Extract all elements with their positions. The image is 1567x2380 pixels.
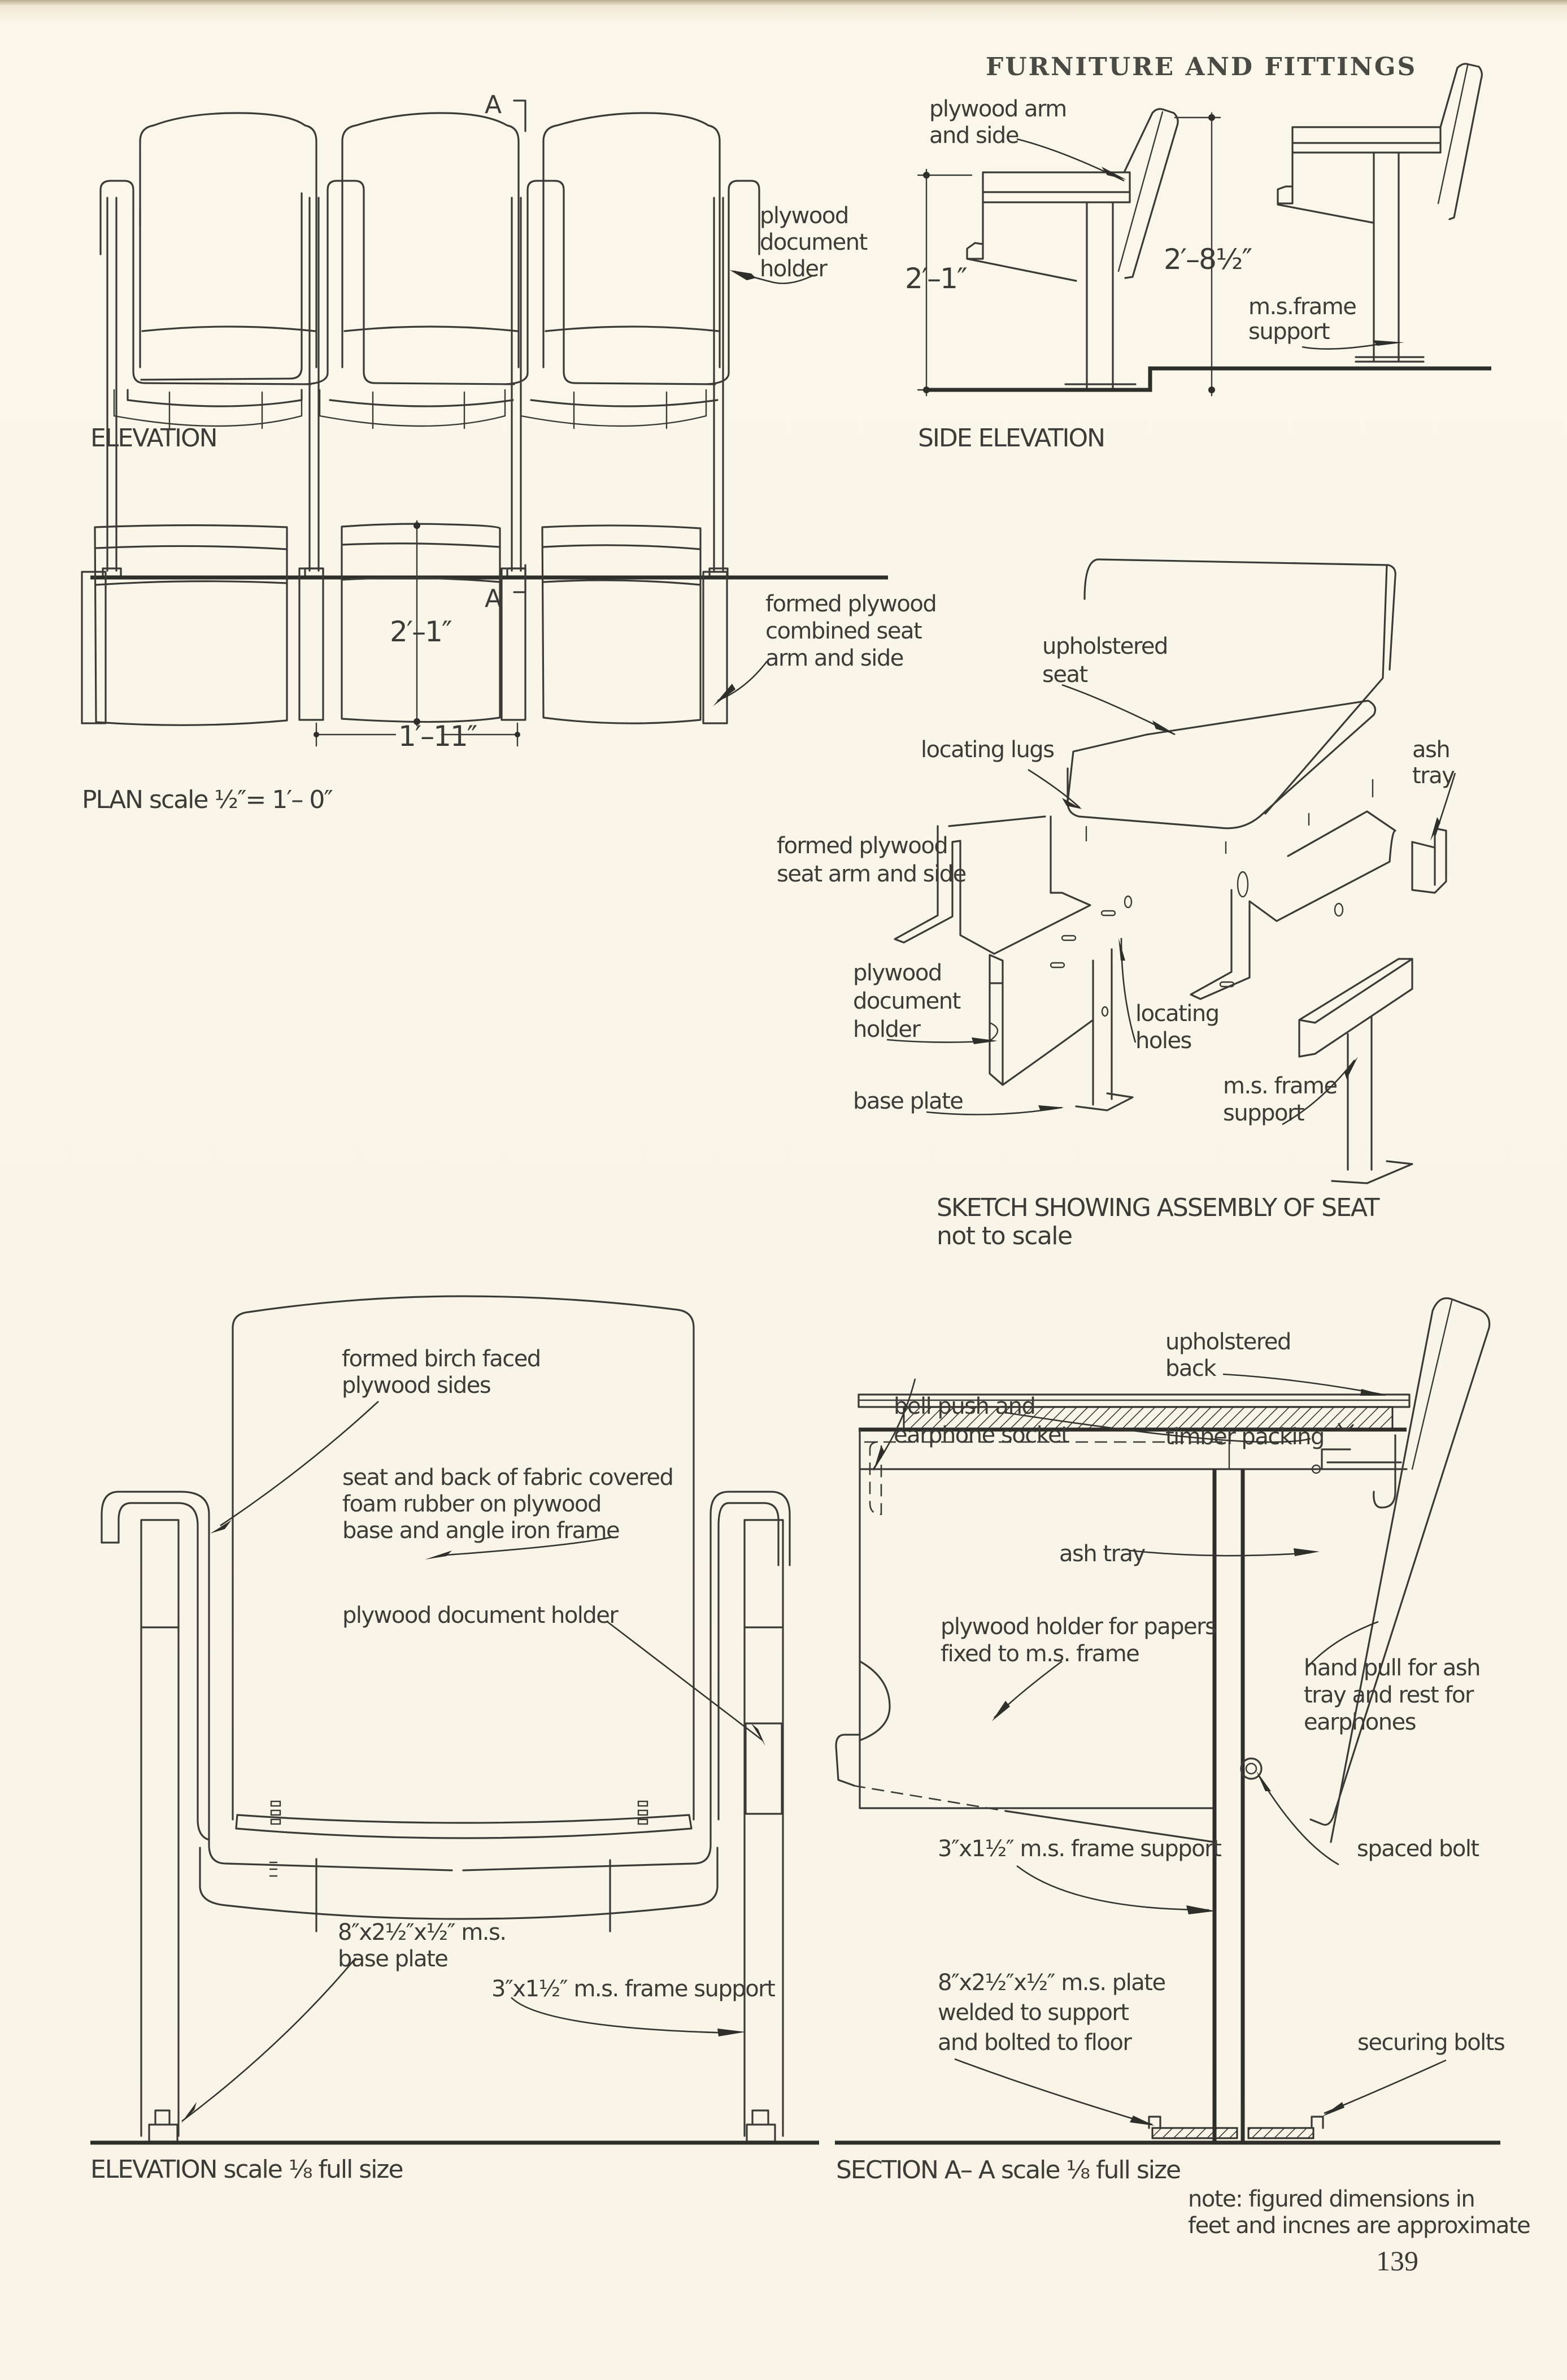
label-sketch-frame-support-line1: m.s. frame <box>1223 1073 1337 1099</box>
caption-elevation: ELEVATION <box>90 424 216 453</box>
detail-elevation-drawing: formed birch faced plywood sides seat an… <box>90 1295 819 2184</box>
page-header: FURNITURE AND FITTINGS <box>986 53 1417 81</box>
caption-section-aa: SECTION A– A scale ⅛ full size <box>836 2156 1180 2184</box>
label-locating-lugs: locating lugs <box>921 737 1054 763</box>
label-seat-arm-side-line1: formed plywood <box>777 833 947 859</box>
label-ash-tray-line2: tray <box>1412 763 1455 789</box>
note-line1: note: figured dimensions in <box>1188 2186 1474 2212</box>
label-sketch-doc-holder-line3: holder <box>853 1017 921 1043</box>
section-aa-drawing: upholstered back bell push and bell push… <box>835 1297 1505 2184</box>
assembly-sketch-drawing: upholstered seat locating lugs ash tray … <box>777 558 1456 1250</box>
svg-text:plywood: plywood <box>760 203 848 229</box>
label-birch-sides-line2: plywood sides <box>342 1373 490 1399</box>
label-detail-base-plate-line2: base plate <box>338 1946 447 1972</box>
label-section-frame-support: 3″x1½″ m.s. frame support <box>938 1836 1221 1862</box>
seat-backs <box>139 112 721 368</box>
label-locating-holes-line2: holes <box>1135 1028 1191 1054</box>
caption-not-to-scale: not to scale <box>937 1222 1072 1250</box>
label-seat-back-line1: seat and back of fabric covered <box>342 1465 673 1491</box>
label-hand-pull-line2: tray and rest for <box>1304 1682 1474 1708</box>
label-combined-seat-line1: formed plywood <box>765 591 936 617</box>
label-bell-push-line1b: bell push and <box>894 1393 1035 1419</box>
caption-assembly: SKETCH SHOWING ASSEMBLY OF SEAT <box>937 1193 1380 1222</box>
page-number: 139 <box>1376 2245 1418 2277</box>
label-sketch-doc-holder-line1: plywood <box>853 960 942 986</box>
label-frame-support-line1: m.s.frame <box>1248 294 1356 320</box>
label-spaced-bolt: spaced bolt <box>1357 1836 1479 1862</box>
label-seat-back-line2: foam rubber on plywood <box>342 1491 601 1517</box>
support-legs <box>90 197 888 580</box>
slot-marks <box>270 1800 648 1825</box>
caption-plan: PLAN scale ½″= 1′– 0″ <box>82 785 333 814</box>
label-arm-side-line2: and side <box>929 123 1018 149</box>
label-plate-line3: and bolted to floor <box>938 2030 1132 2056</box>
side-elevation-drawing: 2′–1″ plywood arm and side 2′–8½″ m.s.fr… <box>905 63 1491 453</box>
label-detail-frame-support: 3″x1½″ m.s. frame support <box>491 1976 775 2002</box>
label-plate-line2: welded to support <box>938 2000 1129 2026</box>
plan-drawing: 2′–1″ 1′–11″ formed plywood combined sea… <box>81 520 937 814</box>
label-locating-holes-line1: locating <box>1135 1001 1219 1027</box>
label-arm-side-line1: plywood arm <box>929 96 1067 122</box>
label-sketch-base-plate: base plate <box>853 1088 963 1114</box>
label-upholstered-seat-line1: upholstered <box>1042 633 1168 659</box>
dim-arm-height: 2′–1″ <box>905 262 967 295</box>
label-upholstered-back-line2: back <box>1165 1356 1217 1382</box>
label-hand-pull-line1: hand pull for ash <box>1304 1655 1480 1681</box>
label-detail-base-plate-line1: 8″x2½″x½″ m.s. <box>338 1919 506 1945</box>
elevation-row-drawing: A A plywood document holder ELEVATION <box>90 90 888 613</box>
label-bell-push-line2: earphone socket <box>894 1422 1069 1448</box>
label-ash-tray-line1: ash <box>1412 737 1450 763</box>
label-sketch-doc-holder-line2: document <box>853 988 961 1014</box>
label-paper-holder-line1: plywood holder for papers <box>941 1614 1216 1640</box>
caption-side-elevation: SIDE ELEVATION <box>918 424 1104 453</box>
label-section-ash-tray: ash tray <box>1059 1541 1146 1567</box>
svg-text:document: document <box>760 229 868 255</box>
dim-plan-depth: 2′–1″ <box>390 615 452 648</box>
seat-fronts <box>113 389 719 429</box>
label-birch-sides-line1: formed birch faced <box>342 1346 541 1372</box>
label-frame-support-line2: support <box>1248 319 1330 345</box>
label-combined-seat-line2: combined seat <box>765 618 922 644</box>
label-document-holder: plywood document holder <box>730 203 868 284</box>
caption-detail-elevation: ELEVATION scale ⅛ full size <box>90 2155 403 2184</box>
arm-frames <box>99 180 760 385</box>
label-seat-arm-side-line2: seat arm and side <box>777 861 966 887</box>
section-marker-top: A <box>485 90 502 119</box>
note-line2: feet and incnes are approximate <box>1188 2213 1530 2239</box>
dim-plan-width: 1′–11″ <box>398 720 477 753</box>
label-detail-doc-holder: plywood document holder <box>342 1602 619 1628</box>
label-upholstered-seat-line2: seat <box>1042 662 1087 688</box>
svg-text:holder: holder <box>760 256 828 282</box>
label-upholstered-back-line1: upholstered <box>1165 1329 1291 1355</box>
label-paper-holder-line2: fixed to m.s. frame <box>941 1641 1139 1667</box>
dim-back-height: 2′–8½″ <box>1164 243 1252 276</box>
label-securing-bolts: securing bolts <box>1357 2030 1504 2056</box>
label-sketch-frame-support-line2: support <box>1223 1100 1304 1126</box>
label-hand-pull-line3: earphones <box>1304 1709 1416 1735</box>
label-plate-line1: 8″x2½″x½″ m.s. plate <box>938 1970 1165 1996</box>
label-seat-back-line3: base and angle iron frame <box>342 1518 619 1544</box>
label-combined-seat-line3: arm and side <box>765 645 903 671</box>
